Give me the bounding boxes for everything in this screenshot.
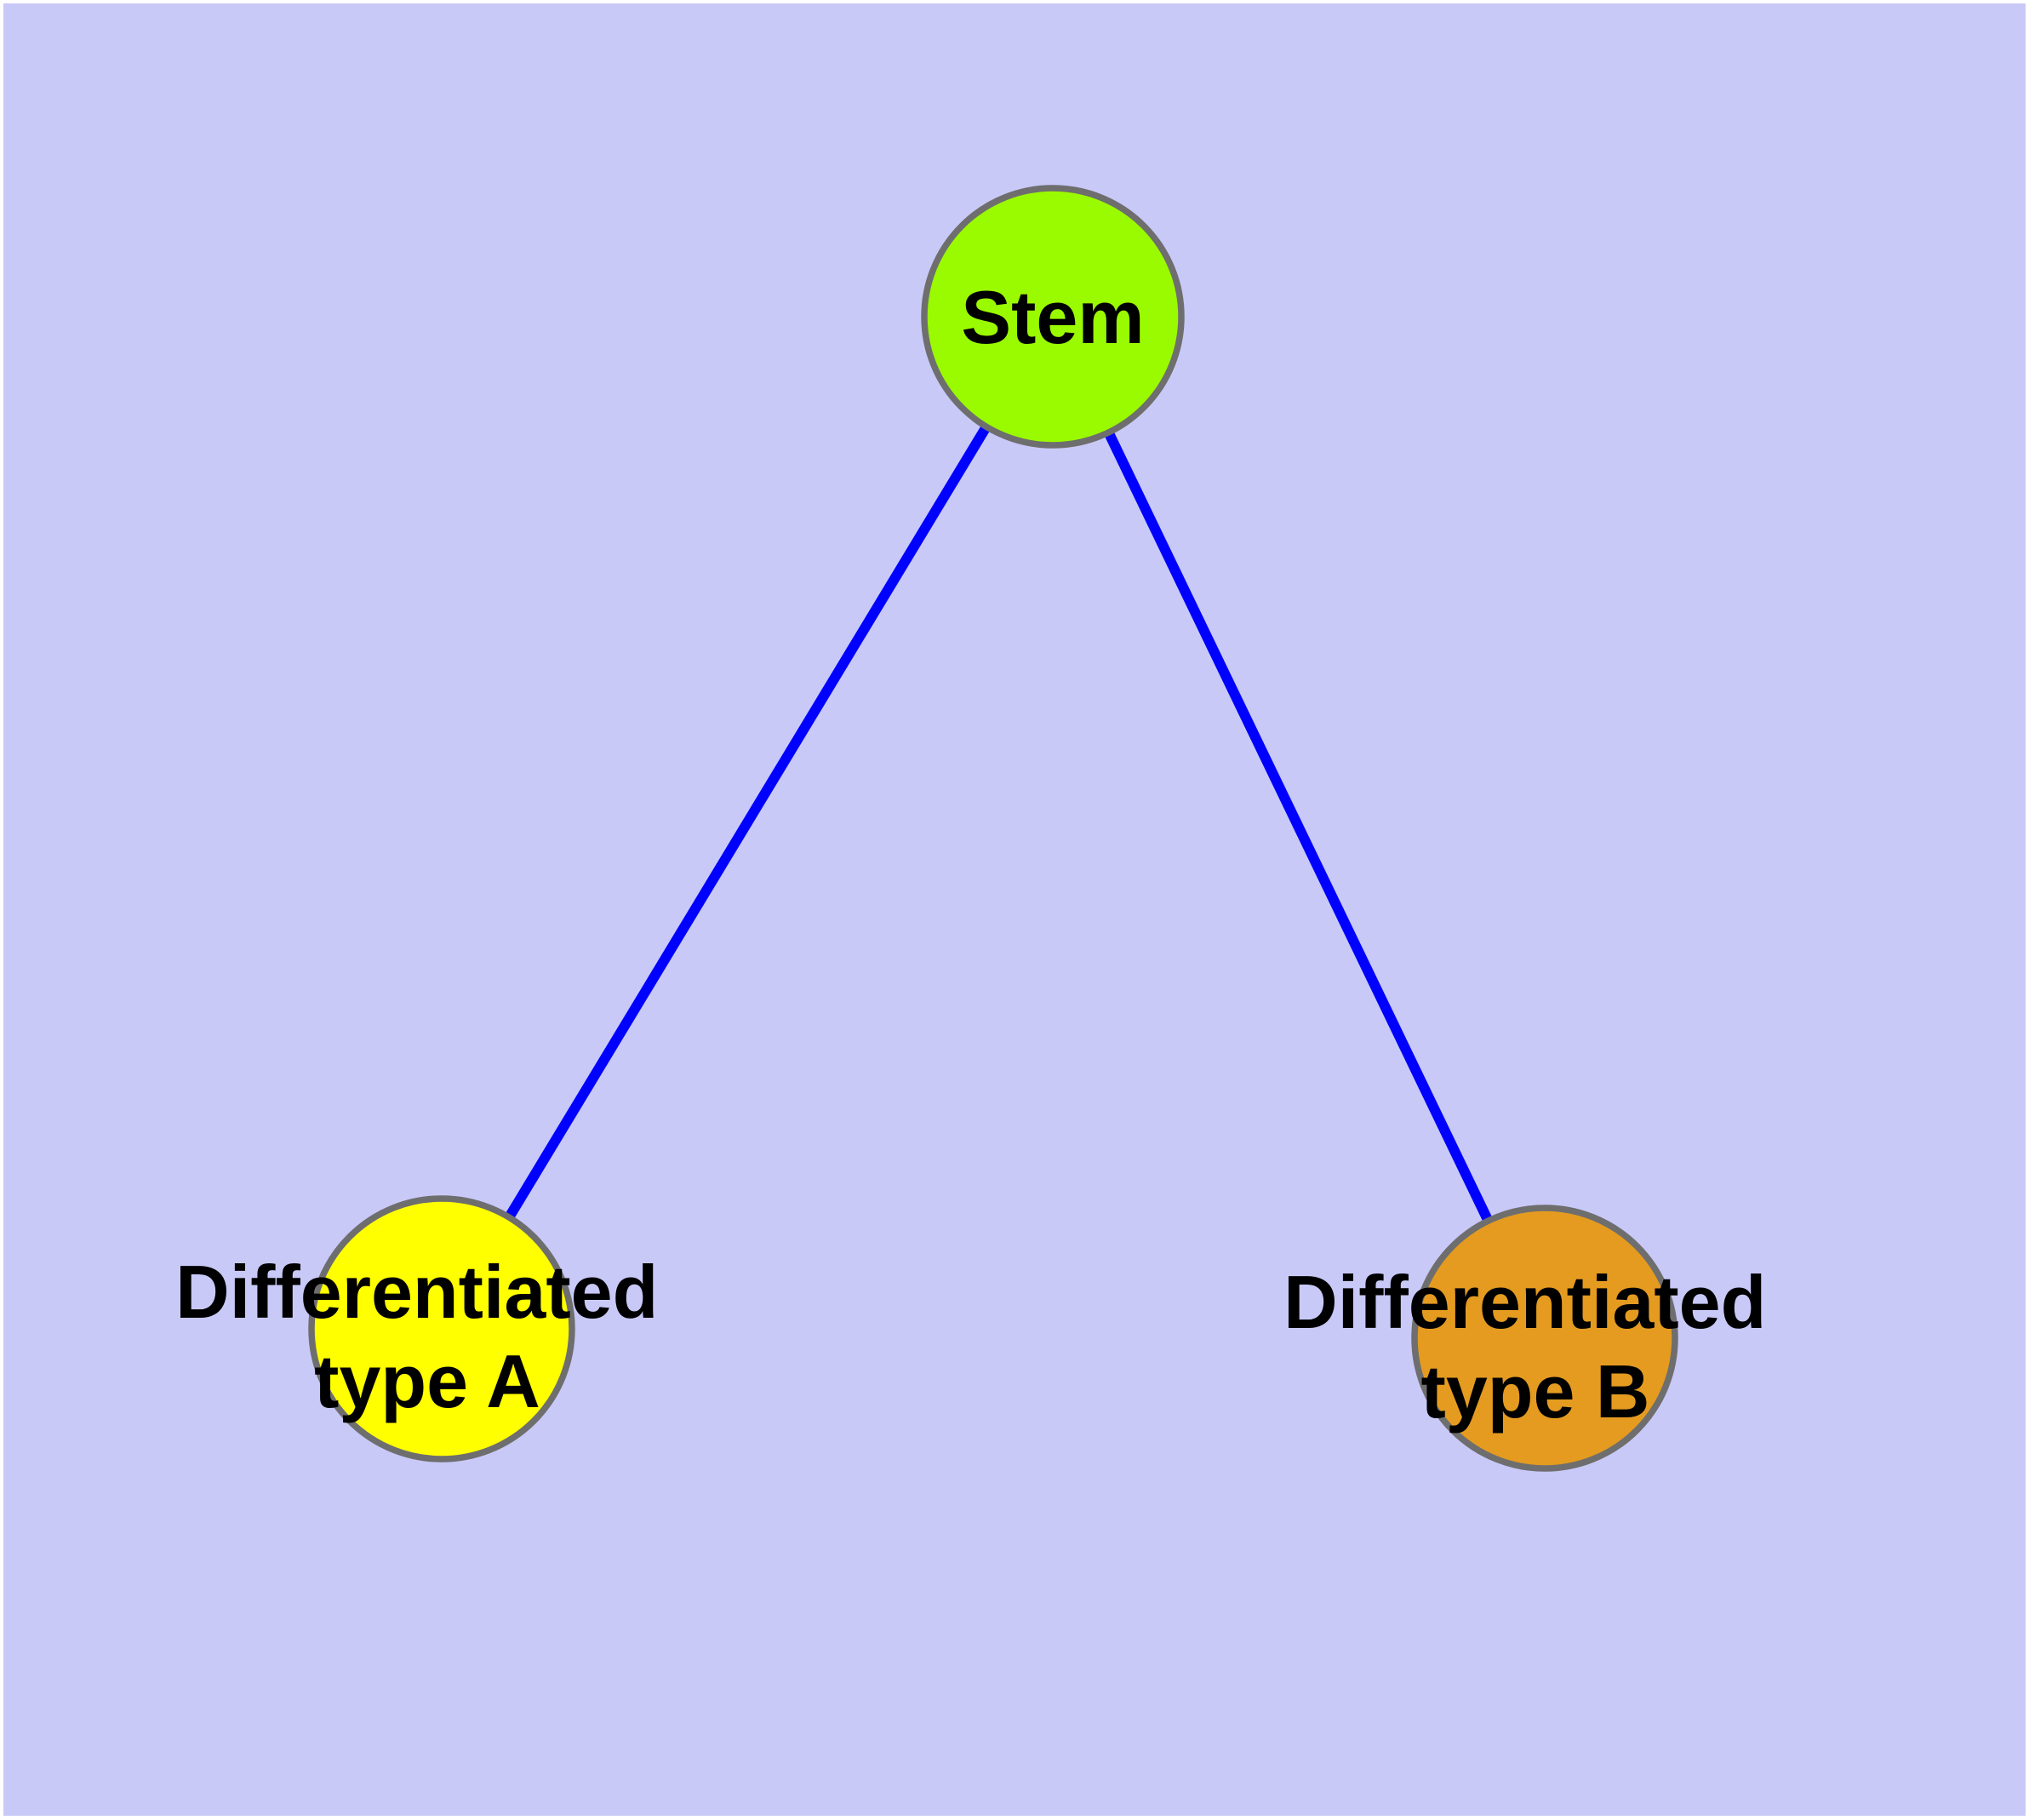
edge-stem-to-type-a <box>437 313 1058 1332</box>
edges <box>437 313 1550 1341</box>
node-type-a-label: Differentiated type A <box>175 1250 679 1423</box>
node-type-a-circle <box>308 1195 575 1462</box>
node-type-b-label: Differentiated type B <box>1283 1260 1787 1434</box>
node-type-a: Differentiated type A <box>175 1195 679 1462</box>
node-type-b-label-line1: Differentiated <box>1283 1260 1766 1344</box>
node-type-b-circle <box>1411 1205 1678 1472</box>
node-stem-circle <box>921 185 1185 449</box>
node-stem: Stem <box>921 185 1185 449</box>
node-type-b-label-line2: type B <box>1421 1349 1650 1434</box>
node-type-b: Differentiated type B <box>1283 1205 1787 1472</box>
node-type-a-label-line2: type A <box>314 1339 540 1423</box>
node-type-a-label-line1: Differentiated <box>175 1250 658 1334</box>
edge-stem-to-type-b <box>1048 314 1550 1341</box>
node-stem-label: Stem <box>961 275 1144 359</box>
